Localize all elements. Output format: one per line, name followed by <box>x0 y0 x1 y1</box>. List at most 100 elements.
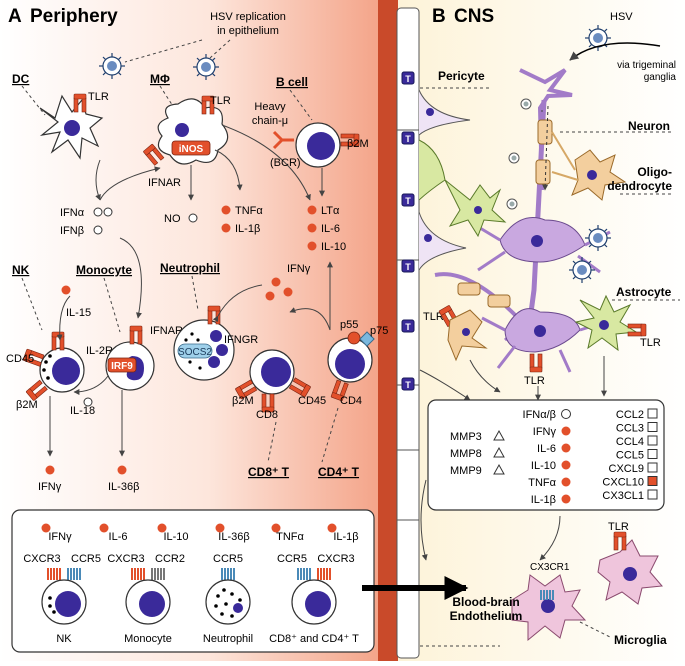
cns-cytokine-symbol <box>561 426 571 436</box>
migrating-cell-icon <box>205 579 251 625</box>
mphi-b-arrow <box>221 124 311 201</box>
dc-tlr-label: TLR <box>88 91 109 103</box>
astrocyte-label: Astrocyte <box>616 285 672 299</box>
hsv-note-leader <box>124 39 203 63</box>
dc-to-ifn-arrow <box>95 159 101 201</box>
hsv-note-line2: in epithelium <box>217 25 279 37</box>
chemokine-receptor-label: CXCR3 <box>317 553 354 565</box>
chemokine-label: CCL4 <box>616 436 644 448</box>
cd4-ifng-arrow <box>289 307 331 331</box>
oligodendrocyte-icon <box>551 131 627 201</box>
chemokine-label: CXCL10 <box>602 477 644 489</box>
il1b-label: IL-1β <box>235 223 260 235</box>
nucleus <box>233 603 243 613</box>
to-box-arrow <box>419 369 471 401</box>
cytokine-dot <box>271 523 281 533</box>
tight-junction-icon <box>401 377 415 391</box>
bcell-icon <box>295 122 341 168</box>
tnfa-label: TNFα <box>235 205 263 217</box>
hsv-small-icon <box>506 198 518 210</box>
p55-receptor <box>347 331 361 345</box>
cns-output-box <box>427 399 665 511</box>
cns-cytokine-label: IFNα/β <box>523 409 556 421</box>
tlr-bottom-label: TLR <box>524 375 545 387</box>
monocyte-label: Monocyte <box>76 263 132 277</box>
astrocyte-nucleus <box>474 206 482 214</box>
cns-oligo-small-icon <box>447 309 488 362</box>
neutrophil-cell-icon <box>173 319 235 381</box>
tight-junction-label: T <box>405 74 411 84</box>
chemokine-symbol <box>647 489 658 500</box>
cx3cr1-label: CX3CR1 <box>530 562 570 573</box>
ifna-label: IFNα <box>60 207 85 219</box>
chemokine-symbol <box>647 449 658 459</box>
chemokine-receptor-label: CXCR3 <box>107 553 144 565</box>
monocyte-cell-icon <box>105 341 155 391</box>
cns-cytokine-symbol <box>561 477 571 487</box>
bottom-cytokine-label: TNFα <box>276 531 304 543</box>
il10-label: IL-10 <box>321 241 346 253</box>
bottom-cytokine-label: IL-6 <box>109 531 128 543</box>
panel-a-letter: A <box>8 6 22 27</box>
cytokine-dot <box>99 523 109 533</box>
ifna-symbol <box>103 207 113 217</box>
hsv-cns-label: HSV <box>610 11 633 23</box>
chemokine-receptor-label: CCR5 <box>277 553 307 565</box>
cns-cytokine-label: TNFα <box>528 477 556 489</box>
bcell-leader <box>289 89 313 121</box>
bcr-y-icon <box>272 130 294 150</box>
migrating-cell-label: NK <box>56 633 72 645</box>
ifngr-label: IFNGR <box>224 334 258 346</box>
panel-b-letter: B <box>432 6 446 27</box>
cns-cytokine-label: IL-10 <box>531 460 556 472</box>
cd8t-label: CD8⁺ T <box>248 465 290 479</box>
oligo-label-2: dendrocyte <box>607 179 672 193</box>
tlr-left-label: TLR <box>423 311 444 323</box>
cd8-label: CD8 <box>256 409 278 421</box>
cns-cytokine-symbol <box>561 494 571 504</box>
bbb-label-1: Blood-brain <box>452 595 519 609</box>
pericyte-label: Pericyte <box>438 69 485 83</box>
via-label-1: via trigeminal <box>617 60 676 71</box>
cns-cytokine-symbol <box>561 460 571 470</box>
cd4-t-cell-icon <box>327 337 373 383</box>
cd8-b2m-label: β2M <box>232 395 254 407</box>
granule <box>52 610 56 614</box>
granule <box>48 596 52 600</box>
irf9-label: IRF9 <box>111 361 133 372</box>
granule <box>238 598 242 602</box>
pericyte-icon <box>418 89 471 136</box>
microglia-icon <box>511 539 664 642</box>
blood-vessel-band <box>378 0 398 661</box>
il18-arrow <box>73 375 109 395</box>
ifnb-label: IFNβ <box>60 225 84 237</box>
panel-a-title: Periphery <box>30 6 118 27</box>
migrating-cell-label: Monocyte <box>124 633 172 645</box>
cns-cytokine-label: IL-6 <box>537 443 556 455</box>
granule <box>224 602 228 606</box>
dc-label: DC <box>12 72 30 86</box>
chemokine-label: CCL5 <box>616 450 644 462</box>
chemokine-label: CCL3 <box>616 423 644 435</box>
dc-leader <box>21 85 46 116</box>
p75-receptor <box>359 331 375 347</box>
ifnar-label: IFNAR <box>148 177 181 189</box>
ifnb-symbol <box>93 225 103 235</box>
tlr-micro-label: TLR <box>608 521 629 533</box>
bcell-label: B cell <box>276 75 308 89</box>
migration-box <box>11 509 375 653</box>
astrocyte-right-icon <box>574 294 638 352</box>
nucleus <box>305 591 331 617</box>
pericyte-icon <box>418 211 467 271</box>
tight-junction-icon <box>401 319 415 333</box>
ifna-symbol <box>93 207 103 217</box>
bottom-cytokine-label: IFNγ <box>48 531 72 543</box>
il18-symbol <box>83 397 93 407</box>
migrating-cell-label: Neutrophil <box>203 633 253 645</box>
cns-cytokine-symbol <box>561 409 571 419</box>
t-ifng-dot <box>265 291 275 301</box>
migrating-cell-label: CD8⁺ and CD4⁺ T <box>269 633 359 645</box>
cns-cytokine-symbol <box>561 443 571 453</box>
